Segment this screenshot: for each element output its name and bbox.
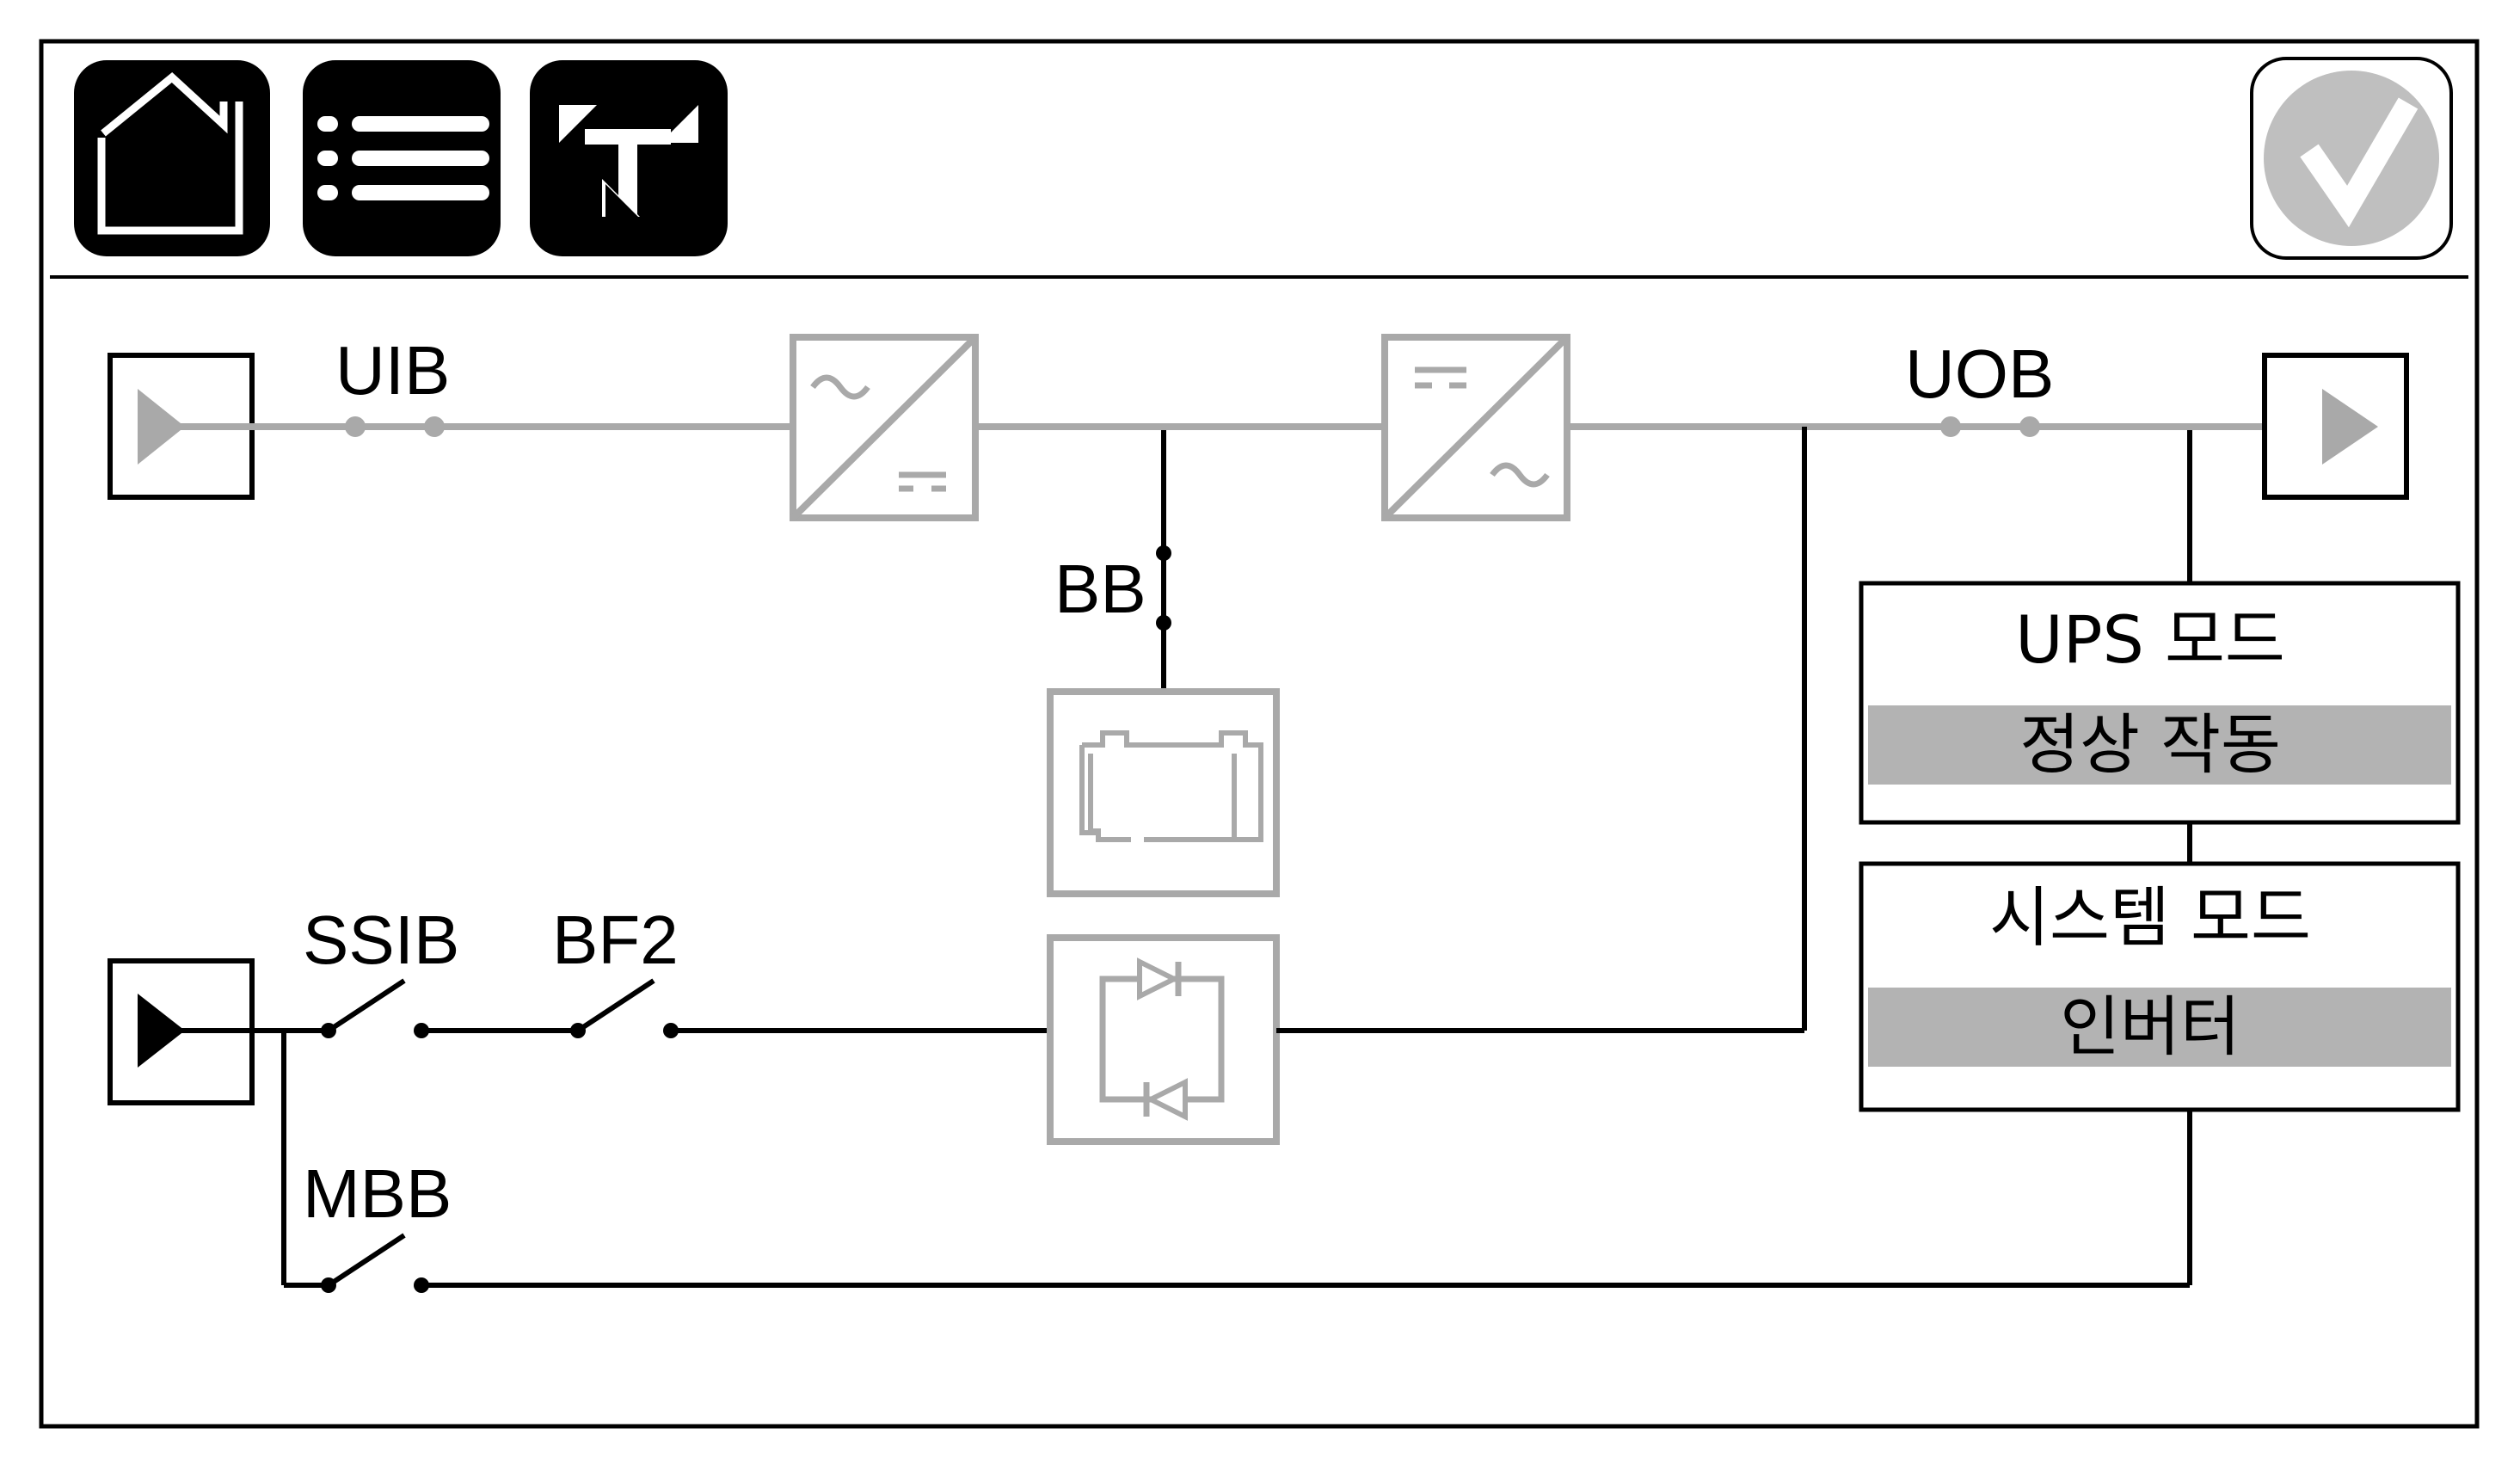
ups-mode-value-bar (1868, 705, 2451, 785)
status-indicator-button[interactable] (2250, 57, 2453, 260)
mbb-switch-blade (327, 1233, 406, 1288)
uib-label: UIB (335, 332, 450, 409)
system-mode-value-bar (1868, 988, 2451, 1067)
uib-contact-2 (424, 416, 445, 437)
inverter-icon (1381, 334, 1570, 521)
bf2-label: BF2 (552, 902, 679, 978)
ssib-label: SSIB (303, 902, 459, 978)
system-mode-panel[interactable]: 시스템 모드 인버터 (1859, 861, 2461, 1112)
battery-icon (1047, 688, 1280, 897)
uob-contact-1 (1940, 416, 1961, 437)
home-icon (97, 72, 243, 235)
list-menu-icon (317, 116, 489, 200)
checkmark-status-icon (2300, 97, 2419, 228)
uob-contact-2 (2019, 416, 2040, 437)
mimic-diagram-icon (559, 105, 698, 222)
system-mode-value: 인버터 (2060, 988, 2240, 1065)
bf2-switch-blade (576, 978, 655, 1033)
ups-mode-value: 정상 작동 (2019, 706, 2281, 783)
rectifier-icon (790, 334, 979, 521)
system-mode-title: 시스템 모드 (1989, 879, 2311, 956)
ssib-switch-blade (327, 978, 406, 1033)
bb-contact-2 (1156, 615, 1171, 631)
home-button[interactable] (74, 60, 270, 256)
uib-contact-1 (345, 416, 366, 437)
output-terminal (2262, 353, 2409, 500)
mimic-diagram-button[interactable] (530, 60, 728, 256)
ups-mode-panel[interactable]: UPS 모드 정상 작동 (1859, 581, 2461, 825)
ups-mode-title: UPS 모드 (2015, 601, 2285, 678)
mbb-label: MBB (303, 1155, 452, 1232)
static-switch-icon (1047, 934, 1280, 1145)
menu-button[interactable] (303, 60, 501, 256)
uob-label: UOB (1905, 335, 2054, 412)
bb-label: BB (1054, 551, 1146, 627)
bb-contact-1 (1156, 545, 1171, 561)
